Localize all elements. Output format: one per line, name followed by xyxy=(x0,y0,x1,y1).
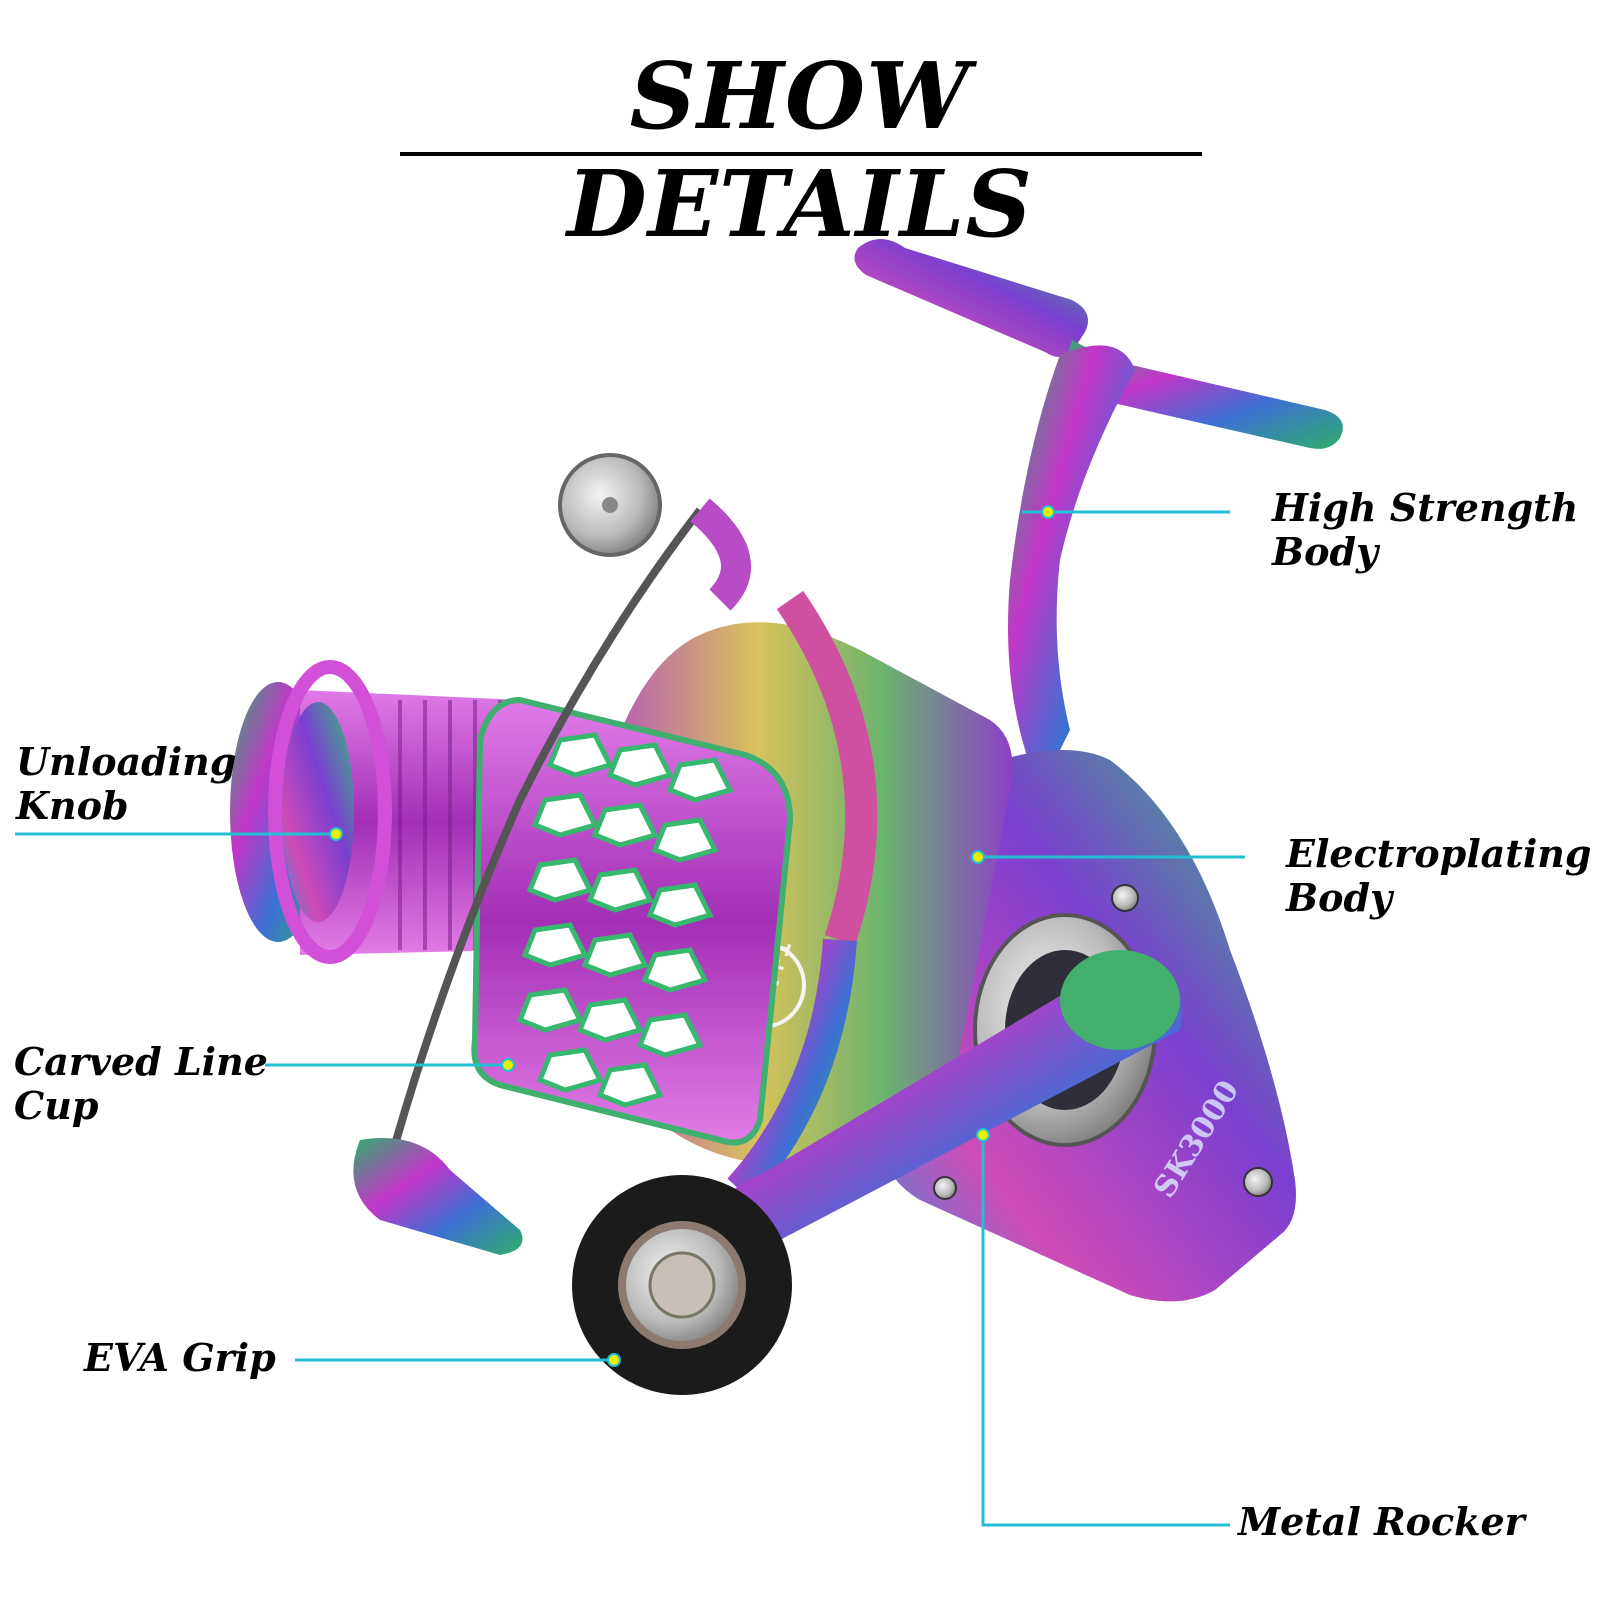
metal-rocker-arm xyxy=(720,950,1183,1248)
carved-line-cup xyxy=(471,696,794,1146)
eva-grip-knob xyxy=(572,1175,792,1395)
pointer-dot-icon xyxy=(971,850,985,864)
leader-metal-rocker xyxy=(981,1135,1230,1527)
callout-line: Body xyxy=(1272,529,1379,574)
callout-line: Metal Rocker xyxy=(1238,1499,1525,1544)
pointer-dot-icon xyxy=(976,1128,990,1142)
callout-carved-line-cup: Carved Line Cup xyxy=(14,1040,268,1128)
callout-line: Knob xyxy=(16,783,129,828)
pointer-dots xyxy=(329,505,1055,1367)
bail-arm xyxy=(353,453,878,1255)
callout-metal-rocker: Metal Rocker xyxy=(1238,1500,1525,1544)
pointer-dot-icon xyxy=(1041,505,1055,519)
callout-high-strength-body: High Strength Body xyxy=(1272,486,1578,574)
callout-line: Cup xyxy=(14,1083,99,1128)
callout-line: Unloading xyxy=(16,739,237,784)
callout-electroplating-body: Electroplating Body xyxy=(1286,832,1591,920)
pointer-dot-icon xyxy=(329,827,343,841)
callout-line: Electroplating xyxy=(1286,831,1592,876)
pointer-dot-icon xyxy=(501,1058,515,1072)
pointer-dot-icon xyxy=(607,1353,621,1367)
title-underline xyxy=(400,152,1202,156)
page-title: SHOW DETAILS xyxy=(567,42,1033,258)
callout-line: Carved Line xyxy=(14,1039,268,1084)
callout-line: EVA Grip xyxy=(84,1335,276,1380)
callout-eva-grip: EVA Grip xyxy=(84,1336,276,1380)
callout-line: Body xyxy=(1286,875,1393,920)
callout-unloading-knob: Unloading Knob xyxy=(16,740,236,828)
leader-lines xyxy=(15,510,1245,1527)
callout-line: High Strength xyxy=(1272,485,1579,530)
reel-handle-top xyxy=(854,239,1343,790)
